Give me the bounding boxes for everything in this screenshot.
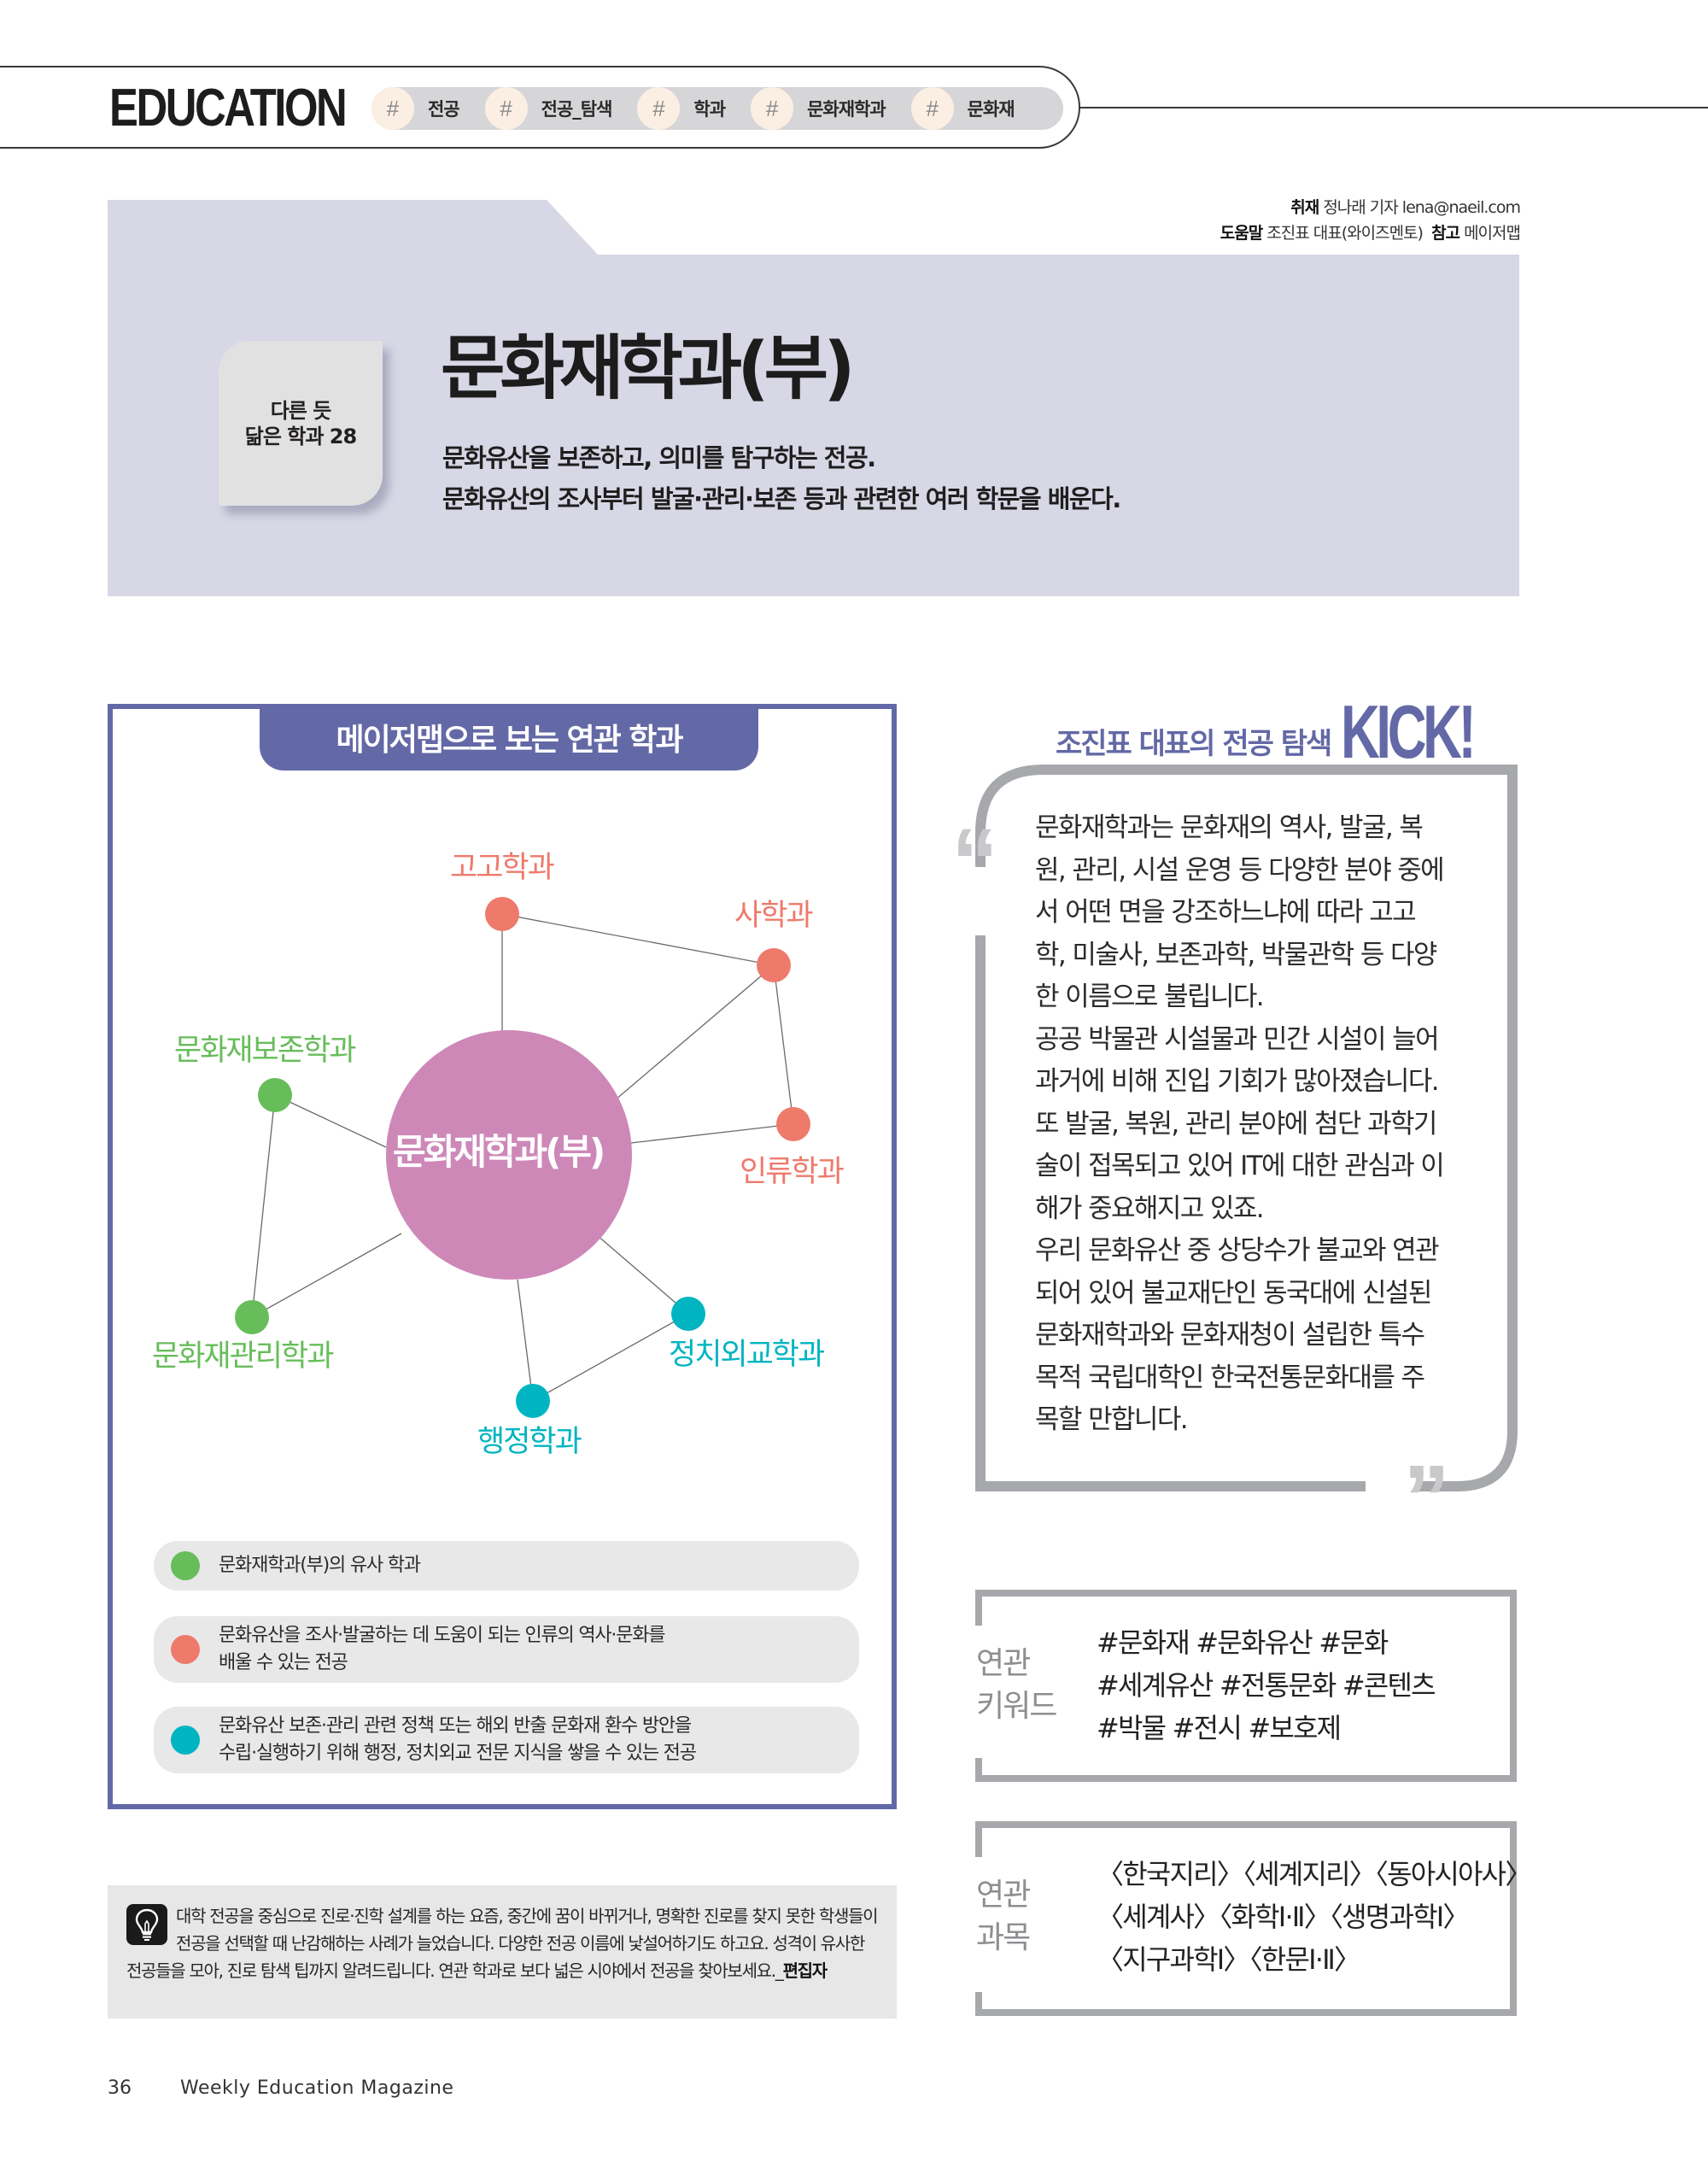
node-label-heritage-management[interactable]: 문화재관리학과 [152,1339,334,1374]
legend-item-similar: 문화재학과(부)의 유사 학과 [154,1541,859,1591]
lightbulb-icon [126,1904,167,1945]
series-badge-line1: 다른 듯 [270,398,332,423]
subject-line: 〈지구과학Ⅰ〉〈한문Ⅰ·Ⅱ〉 [1097,1943,1361,1976]
node-label-heritage-conservation[interactable]: 문화재보존학과 [174,1034,356,1068]
page-number: 36 [108,2077,132,2099]
hash-icon: # [637,87,681,130]
close-quote-icon: ” [1403,1446,1450,1551]
section-title: EDUCATION [109,79,348,138]
advice-text: 조진표 대표(와이즈멘토) [1266,224,1424,243]
kick-quote-frame [975,765,1518,1491]
series-badge: 다른 듯 닮은 학과 28 [219,341,383,506]
header-rule [1080,107,1708,108]
node-label-archaeology[interactable]: 고고학과 [450,851,555,885]
kick-heading: 조진표 대표의 전공 탐색 KICK! [1056,694,1512,770]
hash-icon: # [910,87,954,130]
hash-icon: # [371,87,414,130]
reference-text: 메이저맵 [1464,224,1521,243]
node-label-history[interactable]: 사학과 [734,899,814,933]
teal-dot-icon [171,1726,200,1755]
hero-background [108,200,1519,596]
center-node-label: 문화재학과(부) [393,1131,605,1173]
tag-list: # 전공 # 전공_탐색 # 학과 # 문화재학과 # 문화재 [371,87,1063,130]
kick-badge: KICK! [1341,689,1477,774]
subjects-frame [975,1821,1517,2016]
tag-label: 전공 [428,99,460,120]
reporter-text: 정나래 기자 lena@naeil.com [1323,198,1521,217]
tag-item[interactable]: # 전공 [371,87,485,130]
major-map-panel: 메이저맵으로 보는 연관 학과 문화재학과(부) 고고학과 사학과 인류학과 문… [108,704,897,1809]
major-map-title: 메이저맵으로 보는 연관 학과 [260,704,758,771]
keywords-list: #문화재 #문화유산 #문화 #세계유산 #전통문화 #콘텐츠 #박물 #전시 … [1097,1621,1436,1749]
series-badge-line2: 닮은 학과 28 [244,424,357,448]
tag-label: 문화재 [967,99,1015,120]
editor-note-text: 대학 전공을 중심으로 진로·진학 설계를 하는 요즘, 중간에 꿈이 바뀌거나… [126,1906,879,1981]
kick-subtitle: 조진표 대표의 전공 탐색 [1056,727,1332,761]
major-map-graph [235,897,810,1418]
tag-label: 전공_탐색 [541,99,613,120]
hero-description: 문화유산을 보존하고, 의미를 탐구하는 전공. 문화유산의 조사부터 발굴·관… [442,437,1121,519]
green-dot-icon [171,1551,200,1580]
hash-icon: # [751,87,794,130]
node-label-public-administration[interactable]: 행정학과 [477,1425,582,1459]
hero-description-line: 문화유산을 보존하고, 의미를 탐구하는 전공. [442,443,876,472]
editor-signature: 편집자 [782,1960,828,1981]
reporter-label: 취재 [1290,198,1319,217]
tag-item[interactable]: # 전공_탐색 [484,87,638,130]
tag-label: 학과 [693,99,726,120]
keyword-line: #박물 #전시 #보호제 [1097,1712,1342,1744]
kick-body: 문화재학과는 문화재의 역사, 발굴, 복 원, 관리, 시설 운영 등 다양한… [1035,812,1445,1435]
reference-label: 참고 [1431,224,1460,243]
credits: 취재 정나래 기자 lena@naeil.com 도움말 조진표 대표(와이즈멘… [1220,195,1521,246]
coral-dot-icon [171,1635,200,1664]
magazine-name: Weekly Education Magazine [180,2077,454,2099]
open-quote-icon: “ [951,810,998,915]
tag-item[interactable]: # 학과 [637,87,751,130]
page-title: 문화재학과(부) [441,328,856,409]
tag-label: 문화재학과 [807,99,886,120]
advice-label: 도움말 [1220,224,1263,243]
hero-description-line: 문화유산의 조사부터 발굴·관리·보존 등과 관련한 여러 학문을 배운다. [442,484,1121,513]
editor-note: 대학 전공을 중심으로 진로·진학 설계를 하는 요즘, 중간에 꿈이 바뀌거나… [108,1885,897,2019]
node-label-political-science[interactable]: 정치외교학과 [669,1338,825,1372]
hero-panel: 다른 듯 닮은 학과 28 문화재학과(부) 문화유산을 보존하고, 의미를 탐… [108,200,1519,596]
keywords-frame [975,1590,1517,1782]
keyword-line: #세계유산 #전통문화 #콘텐츠 [1097,1669,1436,1702]
legend-text: 문화재학과(부)의 유사 학과 [219,1555,421,1576]
subject-line: 〈한국지리〉〈세계지리〉〈동아시아사〉 [1097,1858,1532,1890]
subject-line: 〈세계사〉〈화학Ⅰ·Ⅱ〉〈생명과학Ⅰ〉 [1097,1901,1470,1933]
subjects-list: 〈한국지리〉〈세계지리〉〈동아시아사〉 〈세계사〉〈화학Ⅰ·Ⅱ〉〈생명과학Ⅰ〉 … [1097,1853,1532,1981]
keyword-line: #문화재 #문화유산 #문화 [1097,1626,1389,1659]
tag-item[interactable]: # 문화재 [910,87,1040,130]
node-label-anthropology[interactable]: 인류학과 [740,1155,845,1189]
header-frame [0,66,1080,149]
hash-icon: # [484,87,528,130]
tag-item[interactable]: # 문화재학과 [751,87,911,130]
center-node [386,1030,632,1280]
